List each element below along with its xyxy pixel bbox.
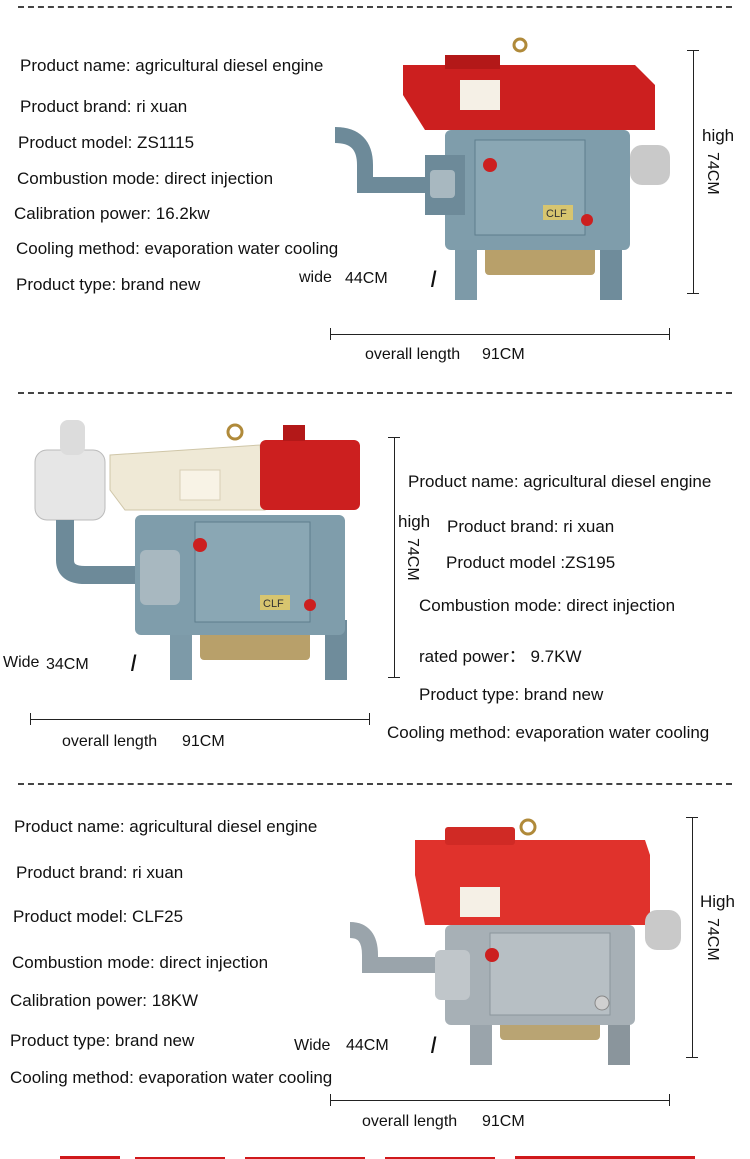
height-arrow [394, 437, 395, 677]
combustion-mode-text: Combustion mode: direct injection [17, 169, 274, 188]
height-label: high [702, 126, 735, 145]
width-marker-icon: I [430, 1032, 437, 1059]
height-value: 74CM [704, 918, 721, 961]
cooling-method-text: Cooling method: evaporation water coolin… [16, 239, 339, 258]
power-text: Calibration power: 18KW [10, 991, 199, 1010]
section-divider [18, 392, 732, 394]
plate-text: CLF [546, 208, 567, 220]
engine-image: CLF [334, 37, 670, 300]
length-value: 91CM [482, 1113, 525, 1130]
length-value: 91CM [182, 733, 225, 750]
length-arrow [330, 1100, 670, 1101]
section-divider [18, 783, 732, 785]
section-divider [18, 6, 732, 8]
height-arrow [693, 50, 694, 293]
combustion-mode-text: Combustion mode: direct injection [12, 953, 269, 972]
length-label: overall length [362, 1113, 458, 1130]
width-marker-icon: I [430, 266, 437, 293]
engine-image: CLF [34, 420, 360, 680]
height-label: high [398, 512, 431, 531]
width-label: Wide [294, 1037, 331, 1054]
length-arrow [30, 719, 370, 720]
product-brand-text: Product brand: ri xuan [447, 517, 615, 536]
width-label: Wide [3, 654, 40, 671]
power-text: Calibration power: 16.2kw [14, 204, 210, 223]
product-name-text: Product name: agricultural diesel engine [20, 56, 324, 75]
bottom-banner [0, 1150, 750, 1159]
product-type-text: Product type: brand new [419, 685, 604, 704]
width-value: 44CM [346, 1037, 389, 1054]
width-label: wide [299, 269, 332, 286]
product-name-text: Product name: agricultural diesel engine [408, 472, 712, 491]
product-model-text: Product model: ZS1115 [18, 133, 195, 152]
height-value: 74CM [404, 538, 421, 581]
product-brand-text: Product brand: ri xuan [20, 97, 188, 116]
width-value: 34CM [46, 656, 89, 673]
height-value: 74CM [704, 152, 721, 195]
combustion-mode-text: Combustion mode: direct injection [419, 596, 676, 615]
product-type-text: Product type: brand new [10, 1031, 195, 1050]
width-value: 44CM [345, 270, 388, 287]
height-label: High [700, 892, 735, 911]
cooling-method-text: Cooling method: evaporation water coolin… [387, 723, 710, 742]
length-label: overall length [365, 346, 461, 363]
length-label: overall length [62, 733, 158, 750]
product-type-text: Product type: brand new [16, 275, 201, 294]
cooling-method-text: Cooling method: evaporation water coolin… [10, 1068, 333, 1087]
power-text: rated power： 9.7KW [419, 647, 582, 666]
height-arrow [692, 817, 693, 1057]
length-arrow [330, 334, 670, 335]
product-name-text: Product name: agricultural diesel engine [14, 817, 318, 836]
engine-image [349, 818, 681, 1065]
product-brand-text: Product brand: ri xuan [16, 863, 184, 882]
length-value: 91CM [482, 346, 525, 363]
product-model-text: Product model :ZS195 [446, 553, 616, 572]
width-marker-icon: I [130, 650, 137, 677]
product-model-text: Product model: CLF25 [13, 907, 184, 926]
plate-text: CLF [263, 598, 284, 610]
